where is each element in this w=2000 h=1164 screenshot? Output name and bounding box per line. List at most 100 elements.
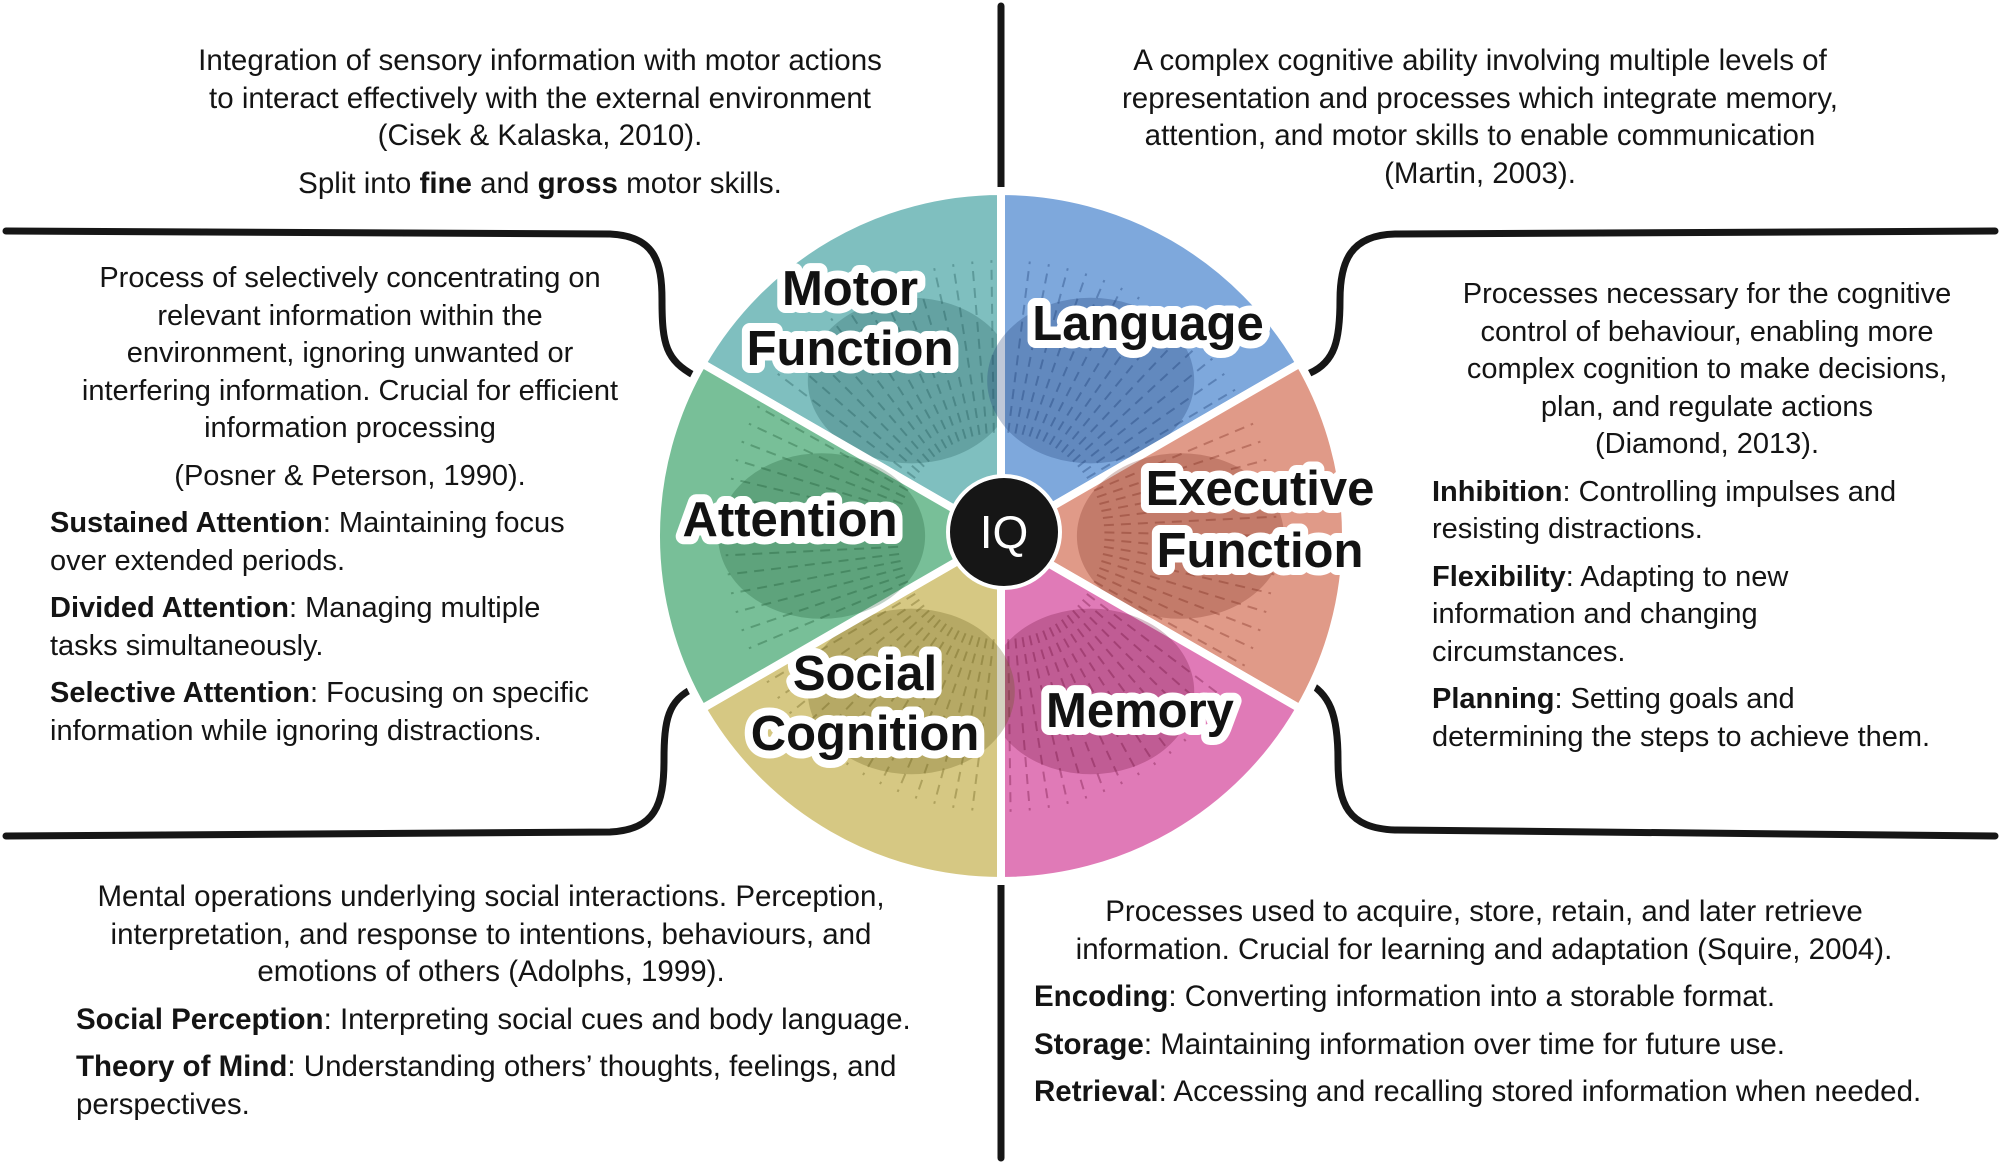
brain-illustration-social	[807, 608, 1015, 775]
brain-hatch-stroke	[1035, 279, 1106, 440]
language-summary-line: attention, and motor skills to enable co…	[1144, 119, 1816, 152]
executive-item-definition: : Controlling impulses and	[1562, 475, 1897, 508]
brain-hatch-stroke	[1103, 515, 1277, 527]
executive-item-continued: circumstances.	[1432, 635, 1626, 668]
segment-wedge-memory	[997, 529, 1306, 886]
brain-hatch-stroke	[1007, 261, 1031, 433]
brain-hatch-stroke	[971, 639, 995, 811]
attention-summary-line: information processing	[204, 412, 496, 444]
divider-bottom-left	[2, 684, 698, 840]
attention-summary-line: interfering information. Crucial for eff…	[81, 374, 619, 407]
brain-hatch-stroke	[1099, 458, 1267, 505]
segment-label-language: Language	[1032, 297, 1263, 351]
brain-hatch-stroke	[1104, 538, 1277, 557]
brain-hatch-stroke	[914, 635, 974, 799]
memory-item-definition: : Accessing and recalling stored informa…	[1158, 1075, 1922, 1108]
brain-hatch-stroke	[1035, 633, 1088, 799]
brain-hatch-stroke	[1102, 496, 1275, 519]
brain-hatch-stroke	[896, 632, 967, 793]
brain-hatch-stroke	[1007, 639, 1012, 812]
brain-hatch-stroke	[830, 317, 936, 458]
attention-summary-line: relevant information within the	[157, 299, 543, 332]
executive-function-description: Processes necessary for the cognitive co…	[1432, 276, 1992, 756]
motor-summary-line: to interact effectively with the externa…	[209, 81, 871, 115]
brain-hatch-stroke	[748, 580, 909, 650]
language-summary-line: representation and processes which integ…	[1121, 81, 1838, 115]
social-cognition-description: Mental operations underlying social inte…	[76, 878, 976, 1123]
brain-hatch-stroke	[1042, 630, 1106, 793]
executive-summary-line: complex cognition to make decisions,	[1466, 353, 1948, 385]
brain-hatch-stroke	[1086, 593, 1225, 699]
memory-item-storage: Storage: Maintaining information over ti…	[1034, 1026, 1994, 1064]
motor-note: Split into fine and gross motor skills.	[160, 165, 920, 203]
brain-hatch-stroke	[952, 264, 981, 435]
brain-hatch-stroke	[777, 373, 916, 479]
brain-hatch-stroke	[801, 343, 925, 468]
brain-hatch-stroke	[1102, 553, 1272, 595]
brain-illustration-executive	[1076, 453, 1284, 619]
motor-note-gross: gross	[537, 166, 618, 200]
segment-attention	[651, 358, 1010, 714]
brain-hatch-stroke	[1061, 317, 1172, 453]
brain-hatch-stroke	[1093, 422, 1254, 492]
brain-hatch-stroke	[741, 440, 903, 505]
executive-item-continued: determining the steps to achieve them.	[1432, 720, 1931, 753]
brain-hatch-stroke	[1014, 264, 1050, 434]
social-summary-line: emotions of others (Adolphs, 1999).	[257, 955, 725, 988]
executive-item-continued: resisting distractions.	[1432, 513, 1703, 545]
attention-citation: (Posner & Peterson, 1990).	[174, 459, 526, 492]
brain-hatch-stroke	[756, 405, 909, 492]
memory-item-definition: : Maintaining information over time for …	[1143, 1027, 1785, 1061]
brain-hatch-stroke	[727, 553, 900, 576]
brain-hatch-stroke	[815, 330, 930, 463]
brain-hatch-stroke	[914, 273, 967, 439]
motor-summary-line: (Cisek & Kalaska, 2010).	[377, 119, 703, 152]
executive-item-term: Flexibility	[1432, 560, 1566, 593]
brain-hatch-stroke	[1082, 372, 1225, 474]
brain-hatch-stroke	[1096, 440, 1261, 499]
brain-hatch-stroke	[748, 422, 906, 499]
segment-label-line: Memory	[1046, 684, 1234, 738]
brain-hatch-stroke	[1014, 638, 1031, 811]
brain-illustration-language	[987, 297, 1195, 464]
social-summary-line: Mental operations underlying social inte…	[97, 880, 885, 913]
brain-hatch-stroke	[727, 496, 899, 527]
memory-item-term: Encoding	[1034, 980, 1169, 1013]
social-item-theory-of-mind: Theory of Mind: Understanding others’ th…	[76, 1048, 976, 1086]
brain-hatch-stroke	[815, 614, 936, 742]
brain-hatch-stroke	[1104, 531, 1278, 537]
brain-illustration-attention	[718, 453, 926, 619]
brain-hatch-stroke	[1099, 567, 1261, 632]
segment-wedge-motor	[696, 186, 1005, 543]
attention-summary-line: Process of selectively concentrating on	[99, 262, 601, 294]
memory-summary-line: Processes used to acquire, store, retain…	[1105, 895, 1863, 928]
executive-summary-line: Processes necessary for the cognitive	[1462, 278, 1952, 310]
attention-item-divided: Divided Attention: Managing multiple	[50, 590, 660, 628]
attention-item-continued: tasks simultaneously.	[50, 629, 324, 662]
segment-wedge-executive	[992, 358, 1351, 714]
segment-executive	[992, 358, 1351, 714]
brain-hatch-stroke	[845, 623, 948, 766]
motor-note-fine: fine	[419, 166, 472, 200]
brain-hatch-stroke	[1042, 287, 1123, 442]
memory-item-retrieval: Retrieval: Accessing and recalling store…	[1034, 1073, 1994, 1111]
social-item-definition: : Understanding others’ thoughts, feelin…	[287, 1050, 897, 1083]
language-summary-line: (Martin, 2003).	[1384, 156, 1576, 190]
brain-hatch-stroke	[801, 609, 930, 729]
segment-wheel	[651, 186, 1351, 886]
divider-bottom-right	[1301, 677, 1999, 840]
social-item-definition: : Interpreting social cues and body lang…	[323, 1002, 911, 1036]
brain-hatch-stroke	[933, 267, 974, 437]
segment-wedge-attention	[651, 358, 1010, 714]
brain-hatch-stroke	[1060, 619, 1157, 766]
attention-item-sustained: Sustained Attention: Maintaining focus	[50, 505, 660, 543]
brain-hatch-stroke	[896, 279, 960, 442]
iq-center-label: IQ	[980, 506, 1029, 558]
brain-hatch-stroke	[1028, 273, 1088, 437]
segment-label-line: Cognition	[751, 707, 980, 761]
iq-center-circle	[946, 474, 1062, 590]
motor-note-part: motor skills.	[617, 166, 782, 200]
